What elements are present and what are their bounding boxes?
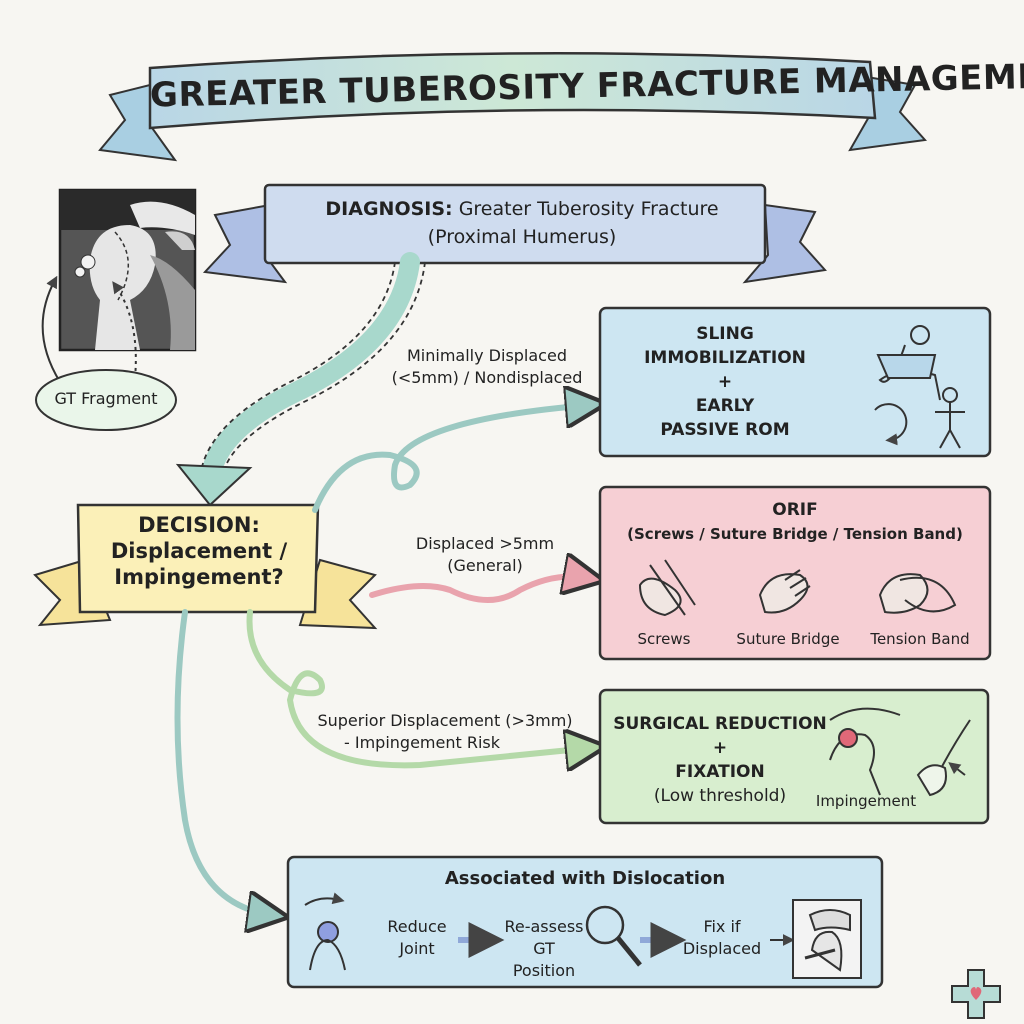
gt-fragment-pointer xyxy=(43,280,60,382)
diagnosis-label: DIAGNOSIS: xyxy=(325,198,452,220)
step3-line2: Displaced xyxy=(674,938,770,960)
superior-branch-label: Superior Displacement (>3mm) - Impingeme… xyxy=(300,710,590,754)
decision-line3: Impingement? xyxy=(84,564,314,590)
step2-line3: Position xyxy=(492,960,596,982)
surgical-line2: FIXATION xyxy=(610,760,830,784)
xray-image xyxy=(60,190,195,350)
minimal-branch-label: Minimally Displaced (<5mm) / Nondisplace… xyxy=(372,345,602,389)
decision-text: DECISION: Displacement / Impingement? xyxy=(84,512,314,590)
diagnosis-text: DIAGNOSIS: Greater Tuberosity Fracture (… xyxy=(262,195,782,251)
minimal-branch-arrow xyxy=(315,405,590,510)
decision-line1: DECISION: xyxy=(84,512,314,538)
step-reassess: Re-assess GT Position xyxy=(492,916,596,982)
orif-item-screws: Screws xyxy=(618,630,710,648)
sling-line3: EARLY xyxy=(620,394,830,418)
surgical-text: SURGICAL REDUCTION + FIXATION (Low thres… xyxy=(610,712,830,808)
impingement-label: Impingement xyxy=(808,792,924,810)
orif-subtitle: (Screws / Suture Bridge / Tension Band) xyxy=(600,525,990,543)
decision-line2: Displacement / xyxy=(84,538,314,564)
superior-line1: Superior Displacement (>3mm) xyxy=(300,710,590,732)
sling-text: SLING IMMOBILIZATION + EARLY PASSIVE ROM xyxy=(620,322,830,442)
step-fix: Fix if Displaced xyxy=(674,916,770,960)
displaced-branch-label: Displaced >5mm (General) xyxy=(405,533,565,577)
superior-line2: - Impingement Risk xyxy=(300,732,590,754)
displaced-branch-arrow xyxy=(372,577,588,601)
fixed-shoulder-icon xyxy=(793,900,861,978)
surgical-line3: (Low threshold) xyxy=(610,784,830,808)
step-reduce-joint: Reduce Joint xyxy=(372,916,462,960)
diagnosis-sub: (Proximal Humerus) xyxy=(262,223,782,251)
orif-title: ORIF xyxy=(600,498,990,522)
sling-line2: IMMOBILIZATION xyxy=(620,346,830,370)
displaced-line2: (General) xyxy=(405,555,565,577)
medical-cross-logo xyxy=(952,970,1000,1018)
sling-line4: PASSIVE ROM xyxy=(620,418,830,442)
diagnosis-main: Greater Tuberosity Fracture xyxy=(459,198,719,220)
sling-line1: SLING xyxy=(620,322,830,346)
step2-line1: Re-assess xyxy=(492,916,596,938)
sling-plus: + xyxy=(620,370,830,394)
step3-line1: Fix if xyxy=(674,916,770,938)
surgical-plus: + xyxy=(610,736,830,760)
gt-fragment-label: GT Fragment xyxy=(36,389,176,408)
dislocation-title: Associated with Dislocation xyxy=(288,868,882,889)
step1-line1: Reduce xyxy=(372,916,462,938)
diagnosis-arrowhead xyxy=(178,465,250,505)
displaced-line1: Displaced >5mm xyxy=(405,533,565,555)
minimal-line1: Minimally Displaced xyxy=(372,345,602,367)
step2-line2: GT xyxy=(492,938,596,960)
orif-item-suture-bridge: Suture Bridge xyxy=(722,630,854,648)
orif-item-tension-band: Tension Band xyxy=(860,630,980,648)
surgical-line1: SURGICAL REDUCTION xyxy=(610,712,830,736)
minimal-line2: (<5mm) / Nondisplaced xyxy=(372,367,602,389)
step1-line2: Joint xyxy=(372,938,462,960)
